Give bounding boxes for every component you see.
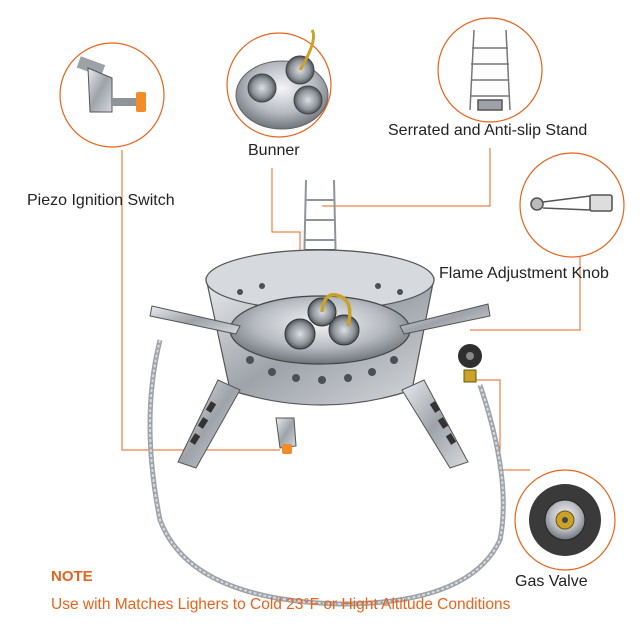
stand-callout-line xyxy=(322,148,491,207)
knob-callout-line xyxy=(470,246,581,331)
valve-callout xyxy=(514,469,616,571)
burner-closeup-icon xyxy=(235,29,329,130)
piezo-callout-line xyxy=(121,150,280,451)
knob-callout xyxy=(519,152,625,258)
note-title: NOTE xyxy=(51,568,93,585)
valve-label: Gas Valve xyxy=(515,573,588,590)
camping-stove-icon xyxy=(147,179,506,607)
burner-label: Bunner xyxy=(248,142,300,159)
burner-callout xyxy=(226,29,332,138)
knob-closeup-icon xyxy=(530,194,613,212)
stand-label: Serrated and Anti-slip Stand xyxy=(388,122,588,139)
piezo-closeup-icon xyxy=(76,56,146,113)
stand-callout xyxy=(437,17,543,123)
callout-lines xyxy=(121,148,581,471)
stand-closeup-icon xyxy=(469,29,511,111)
note-text: Use with Matches Lighers to Cold 23°F or… xyxy=(51,596,511,613)
piezo-callout xyxy=(59,42,165,148)
valve-closeup-icon xyxy=(529,484,601,556)
piezo-label: Piezo Ignition Switch xyxy=(27,192,175,209)
valve-callout-line xyxy=(470,379,530,471)
knob-label: Flame Adjustment Knob xyxy=(439,265,609,282)
